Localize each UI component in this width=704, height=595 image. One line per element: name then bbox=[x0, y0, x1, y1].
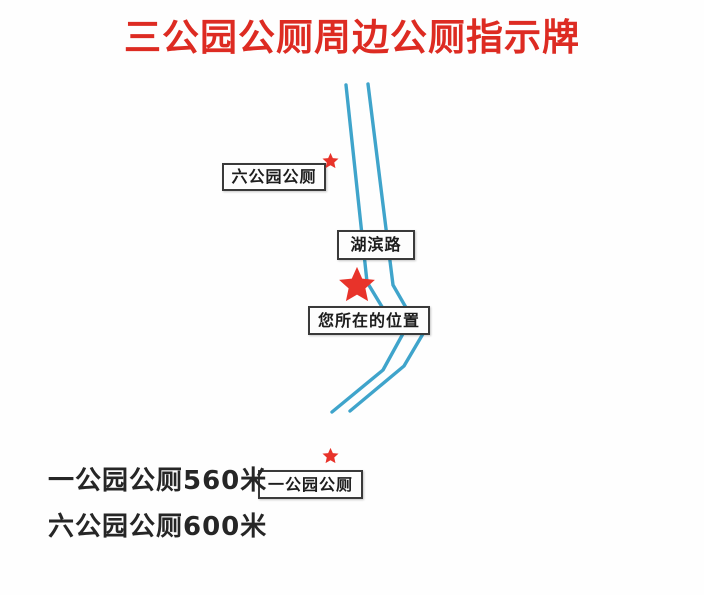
map-label-your-location[interactable]: 您所在的位置 bbox=[308, 306, 430, 335]
map-label-one-park-text: 一公园公厕 bbox=[267, 474, 353, 494]
map-label-your-location-text: 您所在的位置 bbox=[317, 310, 420, 330]
map-label-hubin-road-text: 湖滨路 bbox=[350, 235, 402, 254]
map-label-hubin-road[interactable]: 湖滨路 bbox=[337, 230, 415, 260]
map-label-six-park[interactable]: 六公园公厕 bbox=[222, 163, 326, 191]
map-label-one-park[interactable]: 一公园公厕 bbox=[258, 470, 363, 499]
star-marker-one-park-icon bbox=[322, 447, 339, 464]
page-title: 三公园公厕周边公厕指示牌 bbox=[124, 16, 580, 59]
distance-row: 一公园公厕560米 bbox=[48, 466, 268, 496]
star-marker-your-location-icon bbox=[338, 265, 376, 303]
map-label-six-park-text: 六公园公厕 bbox=[231, 167, 317, 186]
distance-list: 一公园公厕560米 六公园公厕600米 bbox=[48, 458, 448, 550]
distance-row: 六公园公厕600米 bbox=[48, 512, 268, 542]
map-area: 六公园公厕 湖滨路 您所在的位置 一公园公厕 bbox=[0, 70, 704, 499]
star-marker-six-park-icon bbox=[322, 152, 339, 169]
